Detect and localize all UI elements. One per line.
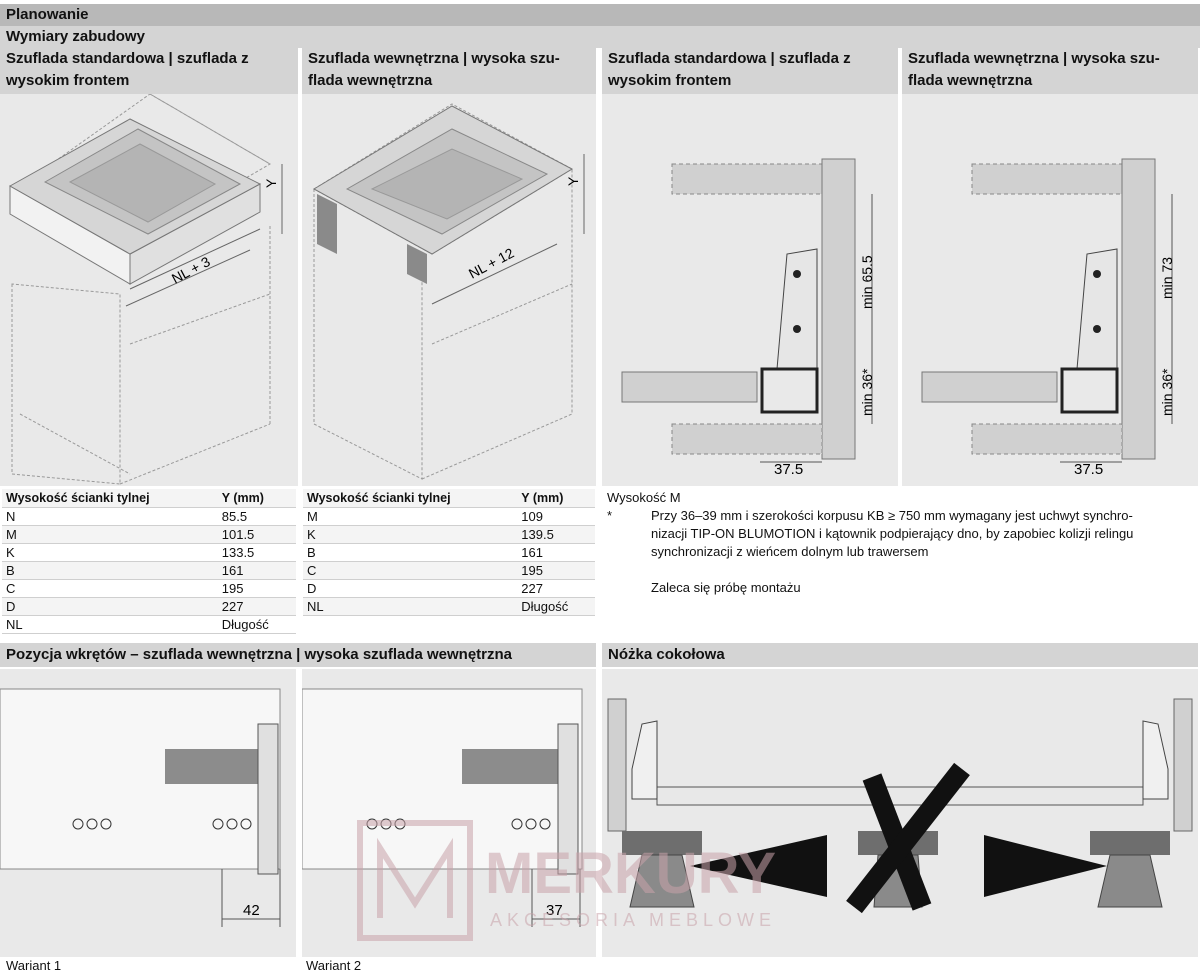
dimension-y-1: Y <box>263 178 279 188</box>
diagram-panel-3: min 65.5 min 36* 37.5 <box>602 94 898 486</box>
variant-1-panel: 42 <box>0 669 296 957</box>
column-header-1: Szuflada standardowa | szuflada z wysoki… <box>0 46 298 94</box>
dimension-37: 37 <box>546 902 563 919</box>
table2-head-label: Wysokość ścianki tylnej <box>307 490 451 505</box>
variant-2-panel: 37 <box>301 669 596 957</box>
notes-footnote: * Przy 36–39 mm i szerokości korpusu KB … <box>607 507 1197 597</box>
plinth-foot-panel <box>602 669 1198 957</box>
dimension-37-5-a: 37.5 <box>774 461 803 478</box>
dimension-y-2: Y <box>565 176 581 186</box>
table2-head-value: Y (mm) <box>521 490 564 505</box>
diagram-panel-2: NL + 12 Y <box>302 94 596 486</box>
column-header-3: Szuflada standardowa | szuflada z wysoki… <box>602 46 898 94</box>
screw-position-diagram-1: 42 <box>0 688 281 927</box>
drawer-cabinet-diagram-standard: NL + 3 Y <box>8 93 283 485</box>
column-header-3-line1: Szuflada standardowa | szuflada z <box>608 50 851 67</box>
screw-position-diagram-2: 37 <box>301 688 583 927</box>
screw-position-header: Pozycja wkrętów – szuflada wewnętrzna | … <box>0 643 596 667</box>
column-header-4-line2: flada wewnętrzna <box>908 72 1033 89</box>
footnote-star: * <box>607 508 613 523</box>
arrow-left-icon <box>690 835 827 897</box>
page-title: Planowanie <box>0 4 1200 26</box>
dimension-min-36-a: min 36* <box>859 368 875 416</box>
footnote-line-1: Przy 36–39 mm i szerokości korpusu KB ≥ … <box>651 508 1133 523</box>
notes-title: Wysokość M <box>607 490 681 505</box>
plinth-foot-header: Nóżka cokołowa <box>602 643 1198 667</box>
dimension-min-73: min 73 <box>1159 257 1175 299</box>
variant-2-caption: Wariant 2 <box>306 958 362 973</box>
column-header-1-line1: Szuflada standardowa | szuflada z <box>6 50 249 67</box>
footnote-line-2: nizacji TIP-ON BLUMOTION i kątownik podp… <box>651 526 1134 541</box>
dimension-37-5-b: 37.5 <box>1074 461 1103 478</box>
column-header-2-line2: flada wewnętrzna <box>308 72 433 89</box>
dimension-min-36-b: min 36* <box>1159 368 1175 416</box>
column-header-4-line1: Szuflada wewnętrzna | wysoka szu- <box>908 50 1160 67</box>
notes-block: Wysokość M * Przy 36–39 mm i szerokości … <box>607 489 1197 597</box>
variant-1-caption: Wariant 1 <box>6 958 62 973</box>
section-subtitle: Wymiary zabudowy <box>0 26 1200 48</box>
drawer-cabinet-diagram-inner: NL + 12 Y <box>312 103 585 480</box>
plinth-foot-diagram <box>607 698 1193 914</box>
runner-section-diagram-standard: min 65.5 min 36* 37.5 <box>621 158 875 478</box>
column-header-4: Szuflada wewnętrzna | wysoka szu- flada … <box>902 46 1198 94</box>
table1-head-value: Y (mm) <box>221 490 264 505</box>
diagram-panel-1: NL + 3 Y <box>0 93 298 486</box>
arrow-right-icon <box>984 835 1107 897</box>
column-header-3-line2: wysokim frontem <box>608 72 732 89</box>
column-header-1-line2: wysokim frontem <box>6 72 130 89</box>
footnote-line-4: Zaleca się próbę montażu <box>651 580 801 595</box>
dimension-min-65-5: min 65.5 <box>859 255 875 309</box>
column-header-2: Szuflada wewnętrzna | wysoka szu- flada … <box>302 46 596 94</box>
dimension-42: 42 <box>243 902 260 919</box>
runner-section-diagram-inner: min 73 min 36* 37.5 <box>921 158 1175 478</box>
table1-head-label: Wysokość ścianki tylnej <box>6 490 150 505</box>
diagram-panel-4: min 73 min 36* 37.5 <box>902 94 1198 486</box>
column-header-2-line1: Szuflada wewnętrzna | wysoka szu- <box>308 50 560 67</box>
footnote-line-3: synchronizacji z wieńcem dolnym lub traw… <box>651 544 929 559</box>
